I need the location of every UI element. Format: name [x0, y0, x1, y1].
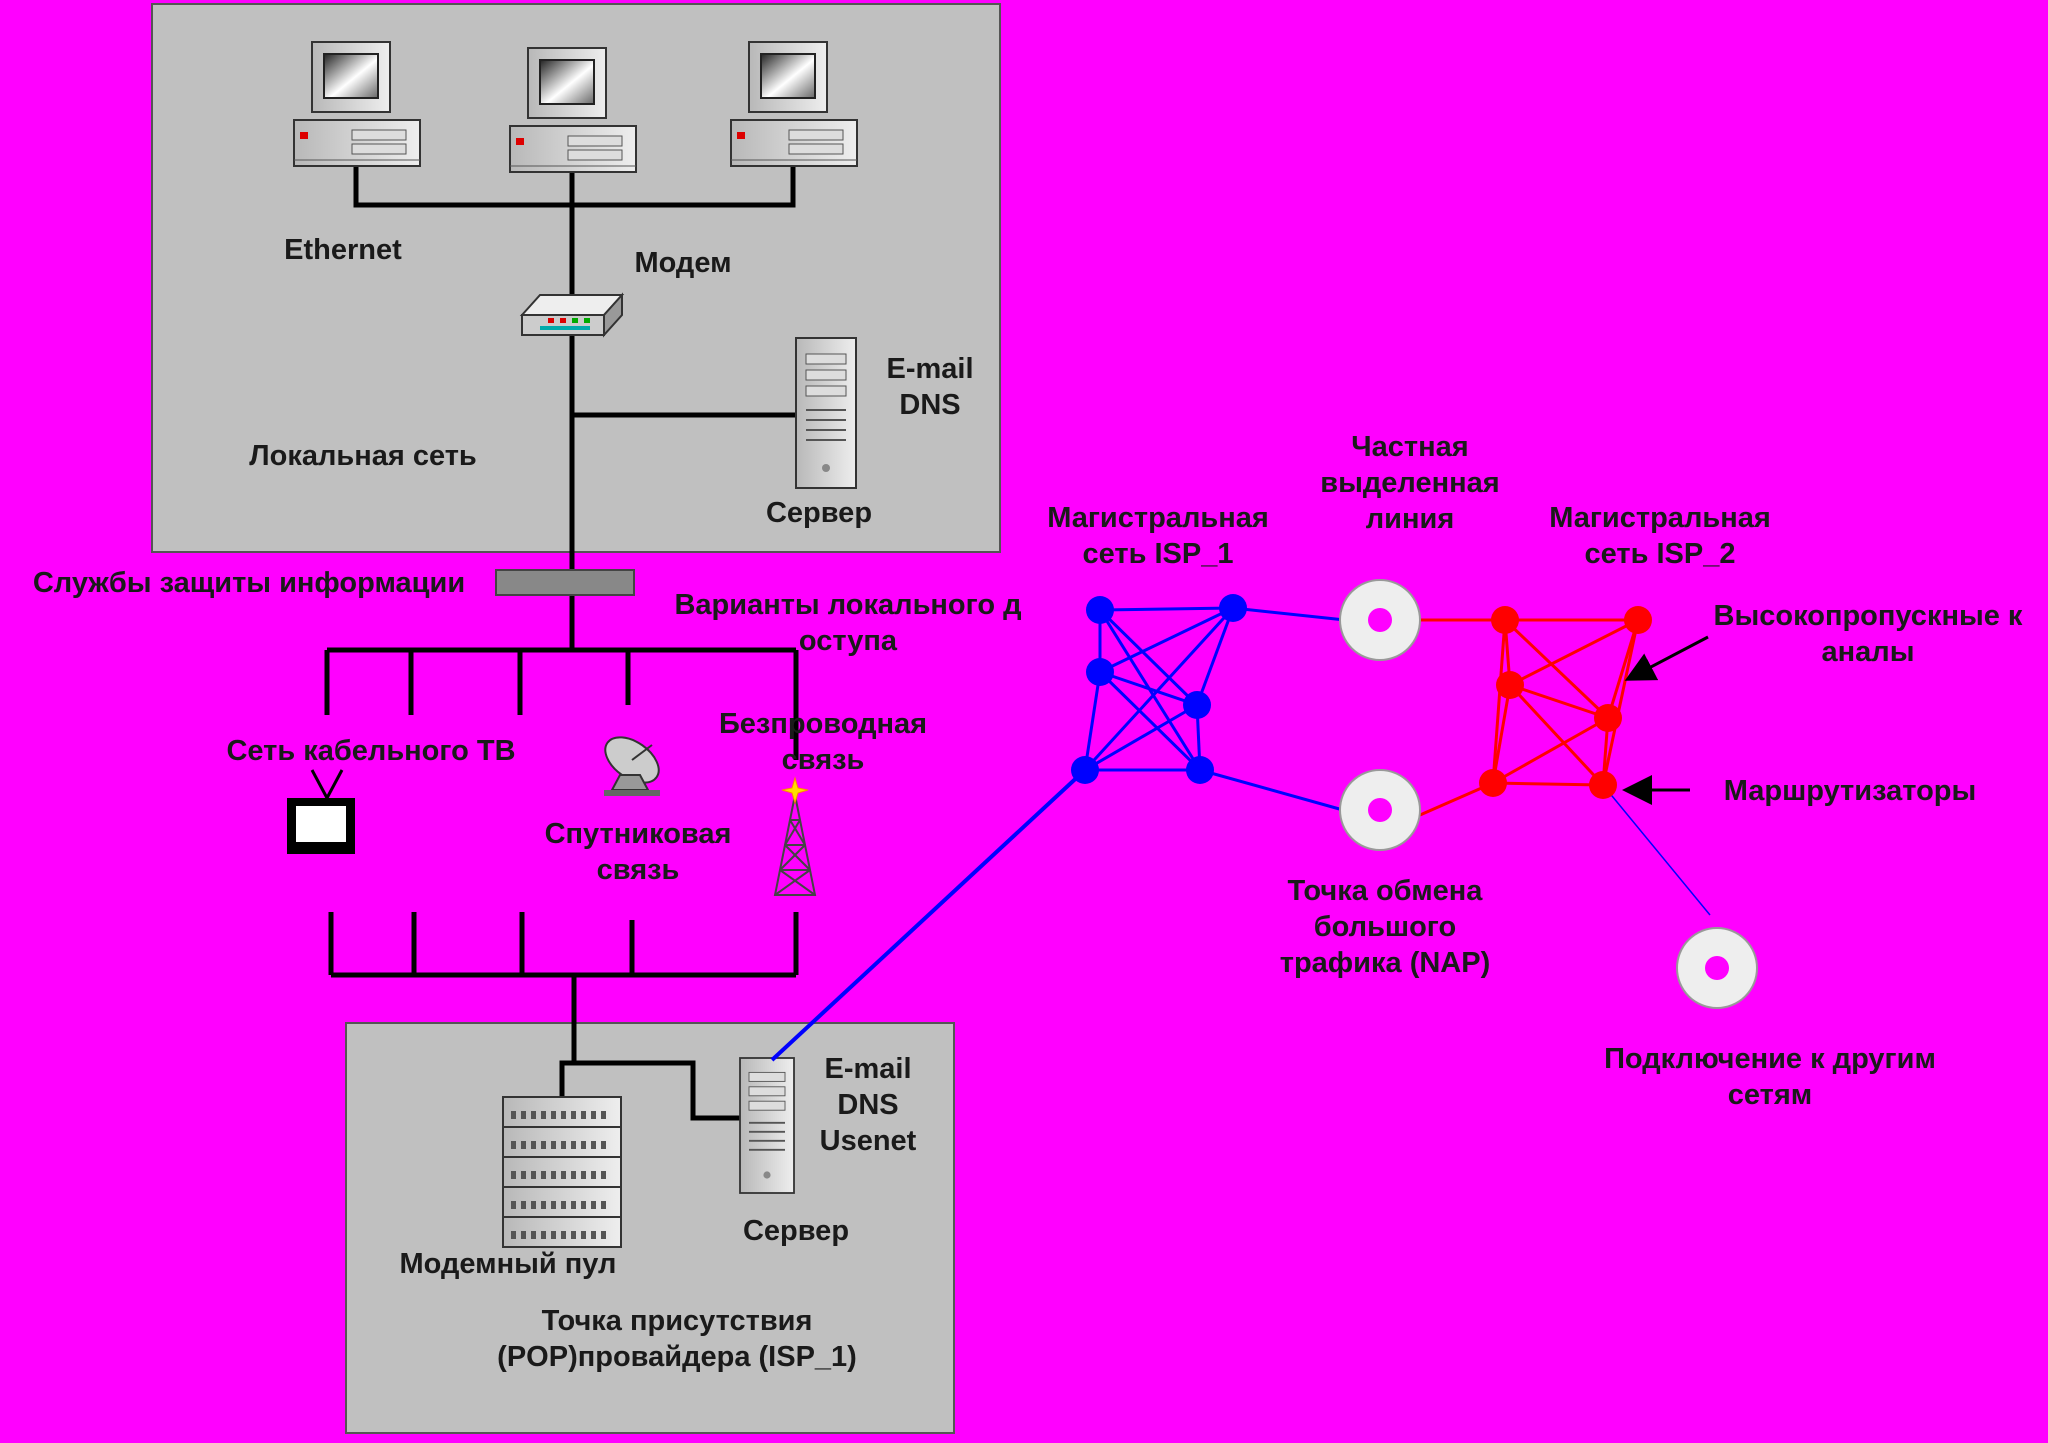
- modem-pool-label: Модемный пул: [400, 1248, 617, 1280]
- isp2-router: [1496, 671, 1524, 699]
- high-bandwidth-label: аналы: [1822, 636, 1915, 668]
- isp1-router: [1071, 756, 1099, 784]
- lan-server-service: E-mail: [886, 353, 973, 385]
- lan-server-label: Сервер: [766, 497, 872, 529]
- isp1-router: [1219, 594, 1247, 622]
- high-bandwidth-arrow: [1624, 635, 1709, 681]
- nap-label: Точка обмена: [1288, 875, 1484, 907]
- pop-server-service: E-mail: [824, 1053, 911, 1085]
- isp2-router-nodes: [1479, 606, 1652, 799]
- isp1-router: [1086, 596, 1114, 624]
- other-networks-link: [1602, 784, 1711, 916]
- pop-panel-label: Точка присутствия: [542, 1305, 813, 1337]
- routers-label: Маршрутизаторы: [1724, 775, 1977, 807]
- other-networks-label: Подключение к другим: [1604, 1043, 1936, 1075]
- access-title: оступа: [799, 625, 898, 657]
- lan-wiring: [324, 160, 799, 1121]
- wireless-label: Безпроводная: [719, 708, 927, 740]
- radio-tower-icon: [773, 794, 817, 896]
- isp2-label: сеть ISP_2: [1585, 538, 1736, 570]
- isp2-router: [1624, 606, 1652, 634]
- isp1-label: Магистральная: [1047, 502, 1269, 534]
- isp1-router: [1186, 756, 1214, 784]
- lan-panel-label: Локальная сеть: [249, 440, 476, 472]
- private-line-label: линия: [1366, 503, 1455, 535]
- isp1-router: [1183, 691, 1211, 719]
- ethernet-label: Ethernet: [284, 234, 402, 266]
- cable-tv-label: Сеть кабельного ТВ: [226, 735, 515, 767]
- isp2-label: Магистральная: [1549, 502, 1771, 534]
- modem-label: Модем: [634, 247, 731, 279]
- security-label: Службы защиты информации: [33, 567, 465, 599]
- isp1-mesh: [1083, 606, 1346, 812]
- pop-uplink: [770, 768, 1087, 1062]
- pop-panel: [345, 1022, 955, 1434]
- private-line-label: выделенная: [1320, 467, 1499, 499]
- pop-server-service: DNS: [837, 1089, 898, 1121]
- lan-server-service: DNS: [899, 389, 960, 421]
- high-bandwidth-label: Высокопропускные к: [1714, 600, 2023, 632]
- isp1-router-nodes: [1071, 594, 1247, 784]
- isp2-router: [1589, 771, 1617, 799]
- satellite-label: Спутниковая: [545, 818, 732, 850]
- nap-label: большого: [1314, 911, 1456, 943]
- private-line-label: Частная: [1351, 431, 1468, 463]
- pop-panel-label: (POP)провайдера (ISP_1): [497, 1341, 857, 1373]
- pop-server-icon: [739, 1057, 795, 1194]
- access-title: Варианты локального д: [674, 589, 1021, 621]
- server-icon: [795, 337, 857, 489]
- pop-server-label: Сервер: [743, 1215, 849, 1247]
- private-line-ring: [1339, 579, 1421, 661]
- other-networks-ring: [1676, 927, 1758, 1009]
- modem-pool-icon: [502, 1096, 622, 1248]
- modem-icon: [519, 292, 625, 338]
- pop-server-service: Usenet: [820, 1125, 917, 1157]
- isp2-router: [1491, 606, 1519, 634]
- security-bar: [495, 569, 635, 596]
- isp1-router: [1086, 658, 1114, 686]
- satellite-dish-icon: [604, 736, 660, 796]
- isp2-router: [1594, 704, 1622, 732]
- wireless-label: связь: [782, 744, 865, 776]
- satellite-label: связь: [597, 854, 680, 886]
- nap-label: трафика (NAP): [1280, 947, 1491, 979]
- isp1-label: сеть ISP_1: [1083, 538, 1234, 570]
- radio-signal-icon: [781, 776, 809, 805]
- isp2-router: [1479, 769, 1507, 797]
- isp2-mesh: [1380, 618, 1640, 817]
- nap-ring: [1339, 769, 1421, 851]
- tv-icon: [287, 769, 355, 854]
- other-networks-label: сетям: [1728, 1079, 1812, 1111]
